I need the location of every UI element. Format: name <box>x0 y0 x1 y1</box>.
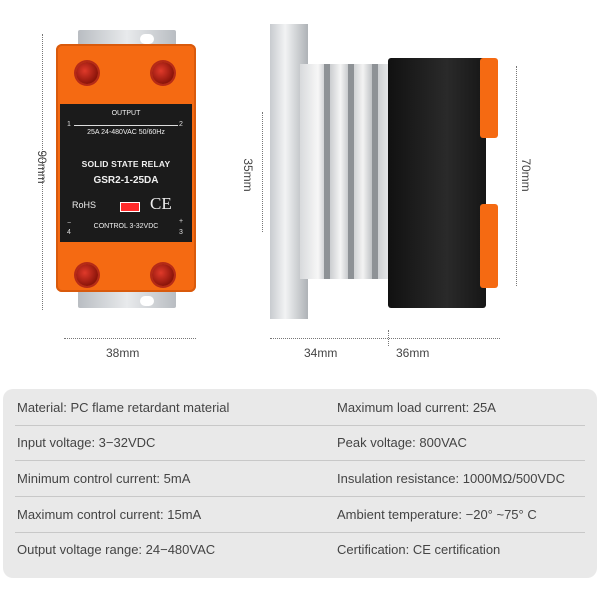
status-led <box>120 202 140 212</box>
side-depth-guide <box>270 338 500 339</box>
side-depth-right-label: 36mm <box>396 346 430 360</box>
heatsink-fin <box>324 64 330 279</box>
rohs-mark: RoHS <box>72 200 97 210</box>
screw-terminal-3 <box>152 264 174 286</box>
relay-title: SOLID STATE RELAY <box>81 159 171 169</box>
screw-terminal-4 <box>76 264 98 286</box>
spec-divider <box>15 425 585 426</box>
terminal-4-label: 4 <box>67 229 71 236</box>
spec-right-4: Certification: CE certification <box>337 542 501 557</box>
spec-left-3: Maximum control current: 15mA <box>17 507 202 522</box>
control-text: CONTROL 3-32VDC <box>93 223 159 230</box>
screw-terminal-1 <box>76 62 98 84</box>
spec-right-1: Peak voltage: 800VAC <box>337 435 467 450</box>
spec-right-3: Ambient temperature: −20° ~75° C <box>337 507 537 522</box>
orange-side-tab-top <box>480 58 498 138</box>
terminal-3-label: 3 <box>179 229 183 236</box>
side-left-height-label: 35mm <box>241 158 255 192</box>
output-label: OUTPUT <box>111 110 141 117</box>
spec-divider <box>15 460 585 461</box>
heatsink-fin <box>348 64 354 279</box>
mount-hole-top <box>140 34 154 44</box>
front-width-label: 38mm <box>106 346 140 360</box>
side-right-height-label: 70mm <box>519 158 533 192</box>
relay-cover <box>388 58 486 308</box>
relay-model: GSR2-1-25DA <box>93 175 159 186</box>
side-right-height-guide <box>516 66 517 286</box>
relay-side-view <box>270 24 500 319</box>
plus-sign: + <box>179 218 184 225</box>
spec-left-1: Input voltage: 3−32VDC <box>17 435 156 450</box>
front-height-label: 90mm <box>35 150 49 184</box>
screw-terminal-2 <box>152 62 174 84</box>
spec-left-2: Minimum control current: 5mA <box>17 471 191 486</box>
spec-divider <box>15 496 585 497</box>
ce-mark: CE <box>150 194 172 213</box>
terminal-1-label: 1 <box>67 121 71 128</box>
mount-hole-bottom <box>140 296 154 306</box>
spec-divider <box>15 532 585 533</box>
product-illustration: 90mm OUTPUT 1 2 25A 24-480VAC 50/60Hz SO… <box>35 24 533 360</box>
minus-sign: − <box>67 220 72 227</box>
orange-side-tab-bottom <box>480 204 498 288</box>
spec-left-4: Output voltage range: 24−480VAC <box>17 542 216 557</box>
spec-left-0: Material: PC flame retardant material <box>17 400 230 415</box>
side-left-height-guide <box>262 112 263 232</box>
spec-right-2: Insulation resistance: 1000MΩ/500VDC <box>337 471 565 486</box>
relay-label-panel: OUTPUT 1 2 25A 24-480VAC 50/60Hz SOLID S… <box>60 104 192 242</box>
relay-front-view: OUTPUT 1 2 25A 24-480VAC 50/60Hz SOLID S… <box>56 30 196 308</box>
front-height-guide <box>42 34 43 310</box>
rating-text: 25A 24-480VAC 50/60Hz <box>87 129 165 136</box>
spec-right-0: Maximum load current: 25A <box>337 400 496 415</box>
heatsink-fin <box>372 64 378 279</box>
front-width-guide <box>64 338 196 339</box>
output-line <box>74 125 178 126</box>
spec-table: Material: PC flame retardant material Ma… <box>3 389 597 578</box>
side-depth-divider <box>388 330 389 346</box>
side-depth-left-label: 34mm <box>304 346 338 360</box>
terminal-2-label: 2 <box>179 121 183 128</box>
